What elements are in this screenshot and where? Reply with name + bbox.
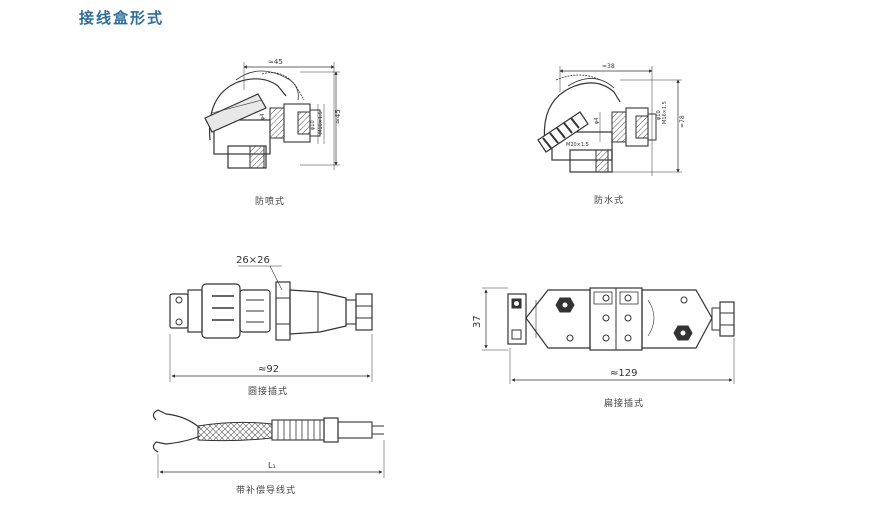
water-d1-dim: φ4: [594, 118, 600, 124]
spray-d3-dim: M16×1.5: [318, 111, 324, 134]
flat-length-dim: ≈129: [610, 368, 637, 379]
spray-proof-junction-box: [204, 62, 340, 170]
water-width-dim: ≈38: [602, 63, 615, 70]
water-height-dim: ≈78: [679, 115, 686, 128]
spray-d1-dim: φ4: [260, 114, 266, 120]
compensation-wire-caption: 带补偿导线式: [236, 486, 297, 496]
compensation-wire-connector: [152, 409, 385, 478]
water-d2-dim: φ10: [656, 110, 662, 120]
water-inner-dim: M20×1.5: [566, 142, 589, 148]
waterproof-caption: 防水式: [594, 196, 625, 206]
round-plug-connector: [169, 265, 373, 382]
round-length-dim: ≈92: [258, 364, 279, 375]
round-plug-caption: 圆接插式: [248, 387, 289, 397]
water-d3-dim: M16×1.5: [662, 101, 668, 124]
spray-proof-caption: 防喷式: [255, 197, 286, 207]
round-top-dim: 26×26: [236, 255, 270, 266]
flat-plug-caption: 扁接插式: [604, 399, 645, 409]
spray-d2-dim: φ10: [310, 120, 316, 130]
page-title: 接线盒形式: [79, 9, 165, 27]
spray-height-dim: ≈45: [334, 109, 342, 124]
flat-height-dim: 37: [472, 315, 483, 328]
cable-length-dim: L₁: [268, 461, 276, 470]
waterproof-junction-box: [537, 66, 682, 176]
spray-width-dim: ≈45: [268, 58, 283, 66]
flat-plug-connector: [482, 287, 735, 384]
